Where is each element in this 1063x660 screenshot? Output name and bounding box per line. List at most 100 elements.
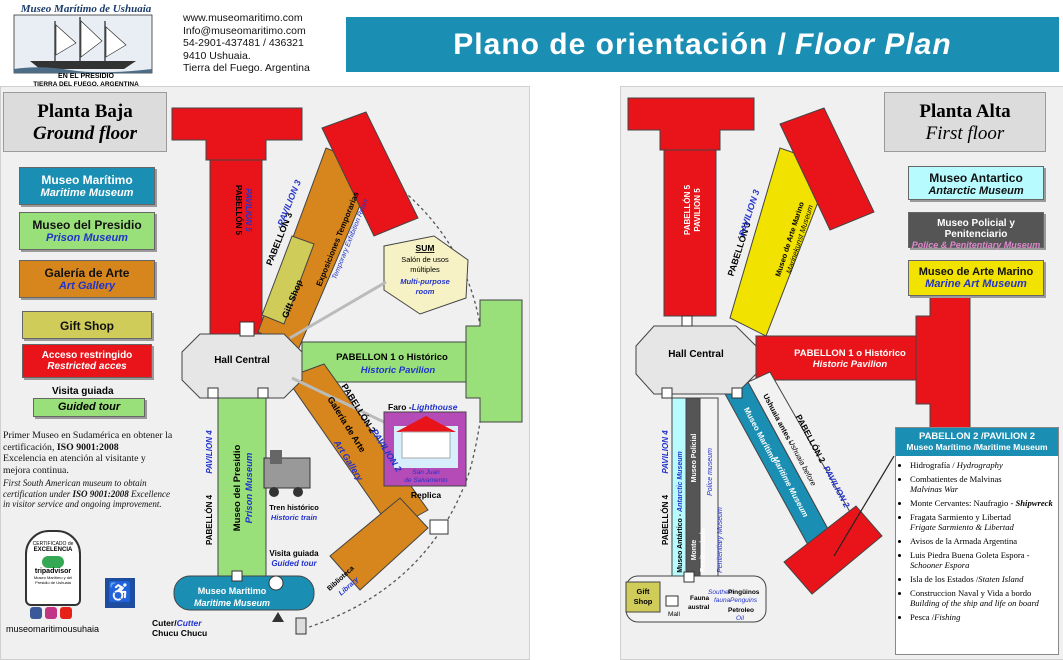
list-item: Construccion Naval y Vida a bordoBuildin… [910, 588, 1058, 608]
faro-label: Faro -Lighthouse [388, 402, 458, 412]
logo-subtitle-1: EN EL PRESIDIO [58, 73, 114, 80]
f1-pab4-label: PABELLÓN 4 [661, 494, 670, 545]
f1-penguins-label: Penguins [730, 597, 758, 604]
iso-note-en: First South American museum to obtain ce… [3, 478, 170, 509]
f1-oil-label: Oil [736, 615, 745, 622]
email-link[interactable]: Info@museomaritimo.com [183, 24, 306, 37]
f1-policial-label: Museo Policial [691, 434, 698, 483]
pab1-label: PABELLON 1 o Histórico [336, 352, 448, 363]
iso-note-es: Primer Museo en Sudamérica en obtener la… [3, 430, 173, 476]
banner-spanish: Plano de orientación / [453, 27, 788, 61]
sum-label: SUM [416, 243, 435, 253]
ground-floor-title: Planta Baja Ground floor [3, 92, 167, 152]
restroom-icon [239, 321, 255, 337]
prison-label: Prison Museum [244, 452, 255, 523]
pavilion-1-wing[interactable] [301, 299, 523, 423]
hall-central[interactable] [181, 333, 303, 399]
train-icon [263, 450, 311, 497]
sanjuan-label: San Juan [412, 469, 440, 476]
list-item: Monte Cervantes: Naufragio - Shipwreck [910, 498, 1058, 508]
f1-pab1-label: PABELLON 1 o Histórico [794, 348, 906, 359]
f1-shop-label: Shop [634, 597, 653, 606]
facebook-icon[interactable] [30, 607, 42, 619]
guided-label: Guided tour [271, 559, 317, 568]
f1-austral-label: austral [688, 604, 710, 611]
f1-pavilion-3-wing[interactable] [729, 107, 875, 337]
f1-ping-label: Pingüinos [728, 589, 760, 596]
restroom-icon-2 [429, 519, 449, 535]
pavilion-2-info-header: PABELLON 2 /PAVILION 2 Museo Marítimo /M… [896, 428, 1058, 456]
first-floor-title-es: Planta Alta [919, 101, 1011, 122]
website-link[interactable]: www.museomaritimo.com [183, 12, 303, 24]
first-floor-title: Planta Alta First floor [884, 92, 1046, 152]
list-item: Luis Piedra Buena Goleta Espora - Schoon… [910, 550, 1058, 570]
train-label: Historic train [271, 513, 318, 522]
lighthouse-replica[interactable] [383, 411, 467, 487]
social-icons [30, 607, 72, 619]
replica-label: Replica [411, 490, 442, 500]
presidio-label: Museo del Presidio [232, 445, 243, 532]
youtube-icon[interactable] [60, 607, 72, 619]
f1-hall-central[interactable] [635, 325, 757, 395]
city-text: 9410 Ushuaia. [183, 49, 251, 62]
page-title-banner: Plano de orientación /Floor Plan [346, 17, 1059, 72]
f1-pavilion-2-wing[interactable] [723, 371, 883, 595]
sum-label-2: Salón de usos [401, 255, 449, 264]
f1-gift-shop-area[interactable] [625, 581, 661, 613]
f1-pavilion-4-wing[interactable] [625, 397, 767, 623]
stairs-icon-3 [231, 570, 243, 582]
pav5-label: PAVILION 5 [244, 188, 253, 232]
sum-room[interactable] [383, 235, 469, 315]
f1-sfauna-label: fauna [714, 597, 731, 604]
sanjuan-label-2: de Salvamento [404, 477, 448, 484]
pavilion-3-wing[interactable] [257, 111, 419, 351]
f1-hall-label: Hall Central [668, 349, 724, 360]
list-item: Avisos de la Armada Argentina [910, 536, 1058, 546]
exit-door-icon [295, 617, 307, 635]
f1-penit-label: Penitenciario [700, 528, 707, 572]
info-icon[interactable] [268, 575, 284, 591]
sum-label-5: room [416, 287, 435, 296]
legend-guided-es: Visita guiada [52, 386, 114, 397]
f1-stairs-icon-4 [683, 571, 695, 583]
wheelchair-icon: ♿ [105, 578, 135, 608]
stairs-icon [207, 387, 219, 399]
tripadvisor-badge[interactable]: CERTIFICADO de EXCELENCIA tripadvisor Mu… [25, 530, 81, 606]
first-floor-title-en: First floor [925, 123, 1005, 144]
gift-shop-area[interactable] [261, 235, 315, 325]
mail-icon [665, 595, 679, 607]
entrance-arrow-icon [272, 612, 284, 622]
f1-antartico-label: Museo Antártico - Antarctic Museum [677, 451, 684, 573]
f1-pav1-label: Historic Pavilion [813, 359, 888, 370]
banner-english: Floor Plan [795, 27, 952, 61]
pab5-label: PABELLÓN 5 [234, 185, 243, 236]
maritimo-label: Museo Marítimo [198, 586, 267, 596]
pav1-label: Historic Pavilion [361, 365, 436, 376]
sum-label-4: Multi-purpose [400, 277, 450, 286]
pavilion-2-wing[interactable] [285, 363, 429, 591]
legend-gift-shop: Gift Shop [22, 311, 152, 339]
logo-title: Museo Marítimo de Ushuaia [20, 3, 152, 15]
f1-fauna-label: Fauna [690, 595, 710, 602]
chucu-label: Chucu Chucu [152, 628, 207, 638]
f1-gift-label: Gift [637, 587, 650, 596]
maritime-label: Maritime Museum [194, 598, 270, 608]
f1-pavilion-5-wing[interactable] [627, 97, 755, 317]
cuter-label: Cuter/Cutter [152, 618, 202, 628]
f1-stairs-icon [681, 315, 693, 327]
f1-pavilion-1-wing[interactable] [755, 289, 971, 431]
first-floor-map: PABELLÓN 5 PAVILION 5 PABELLÓN 3 PAVILIO… [625, 97, 971, 623]
instagram-icon[interactable] [45, 607, 57, 619]
pav4-label: PAVILION 4 [205, 430, 214, 474]
pavilion-5-wing[interactable] [171, 107, 303, 336]
museum-logo: Museo Marítimo de Ushuaia EN EL PRESIDIO… [10, 3, 158, 89]
pab4-label: PABELLÓN 4 [205, 494, 214, 545]
social-handle[interactable]: museomaritimousuhaia [6, 624, 100, 634]
f1-penit-en-label: Penitentiary Museum [717, 507, 724, 573]
f1-mall-label: Mall [668, 611, 680, 618]
